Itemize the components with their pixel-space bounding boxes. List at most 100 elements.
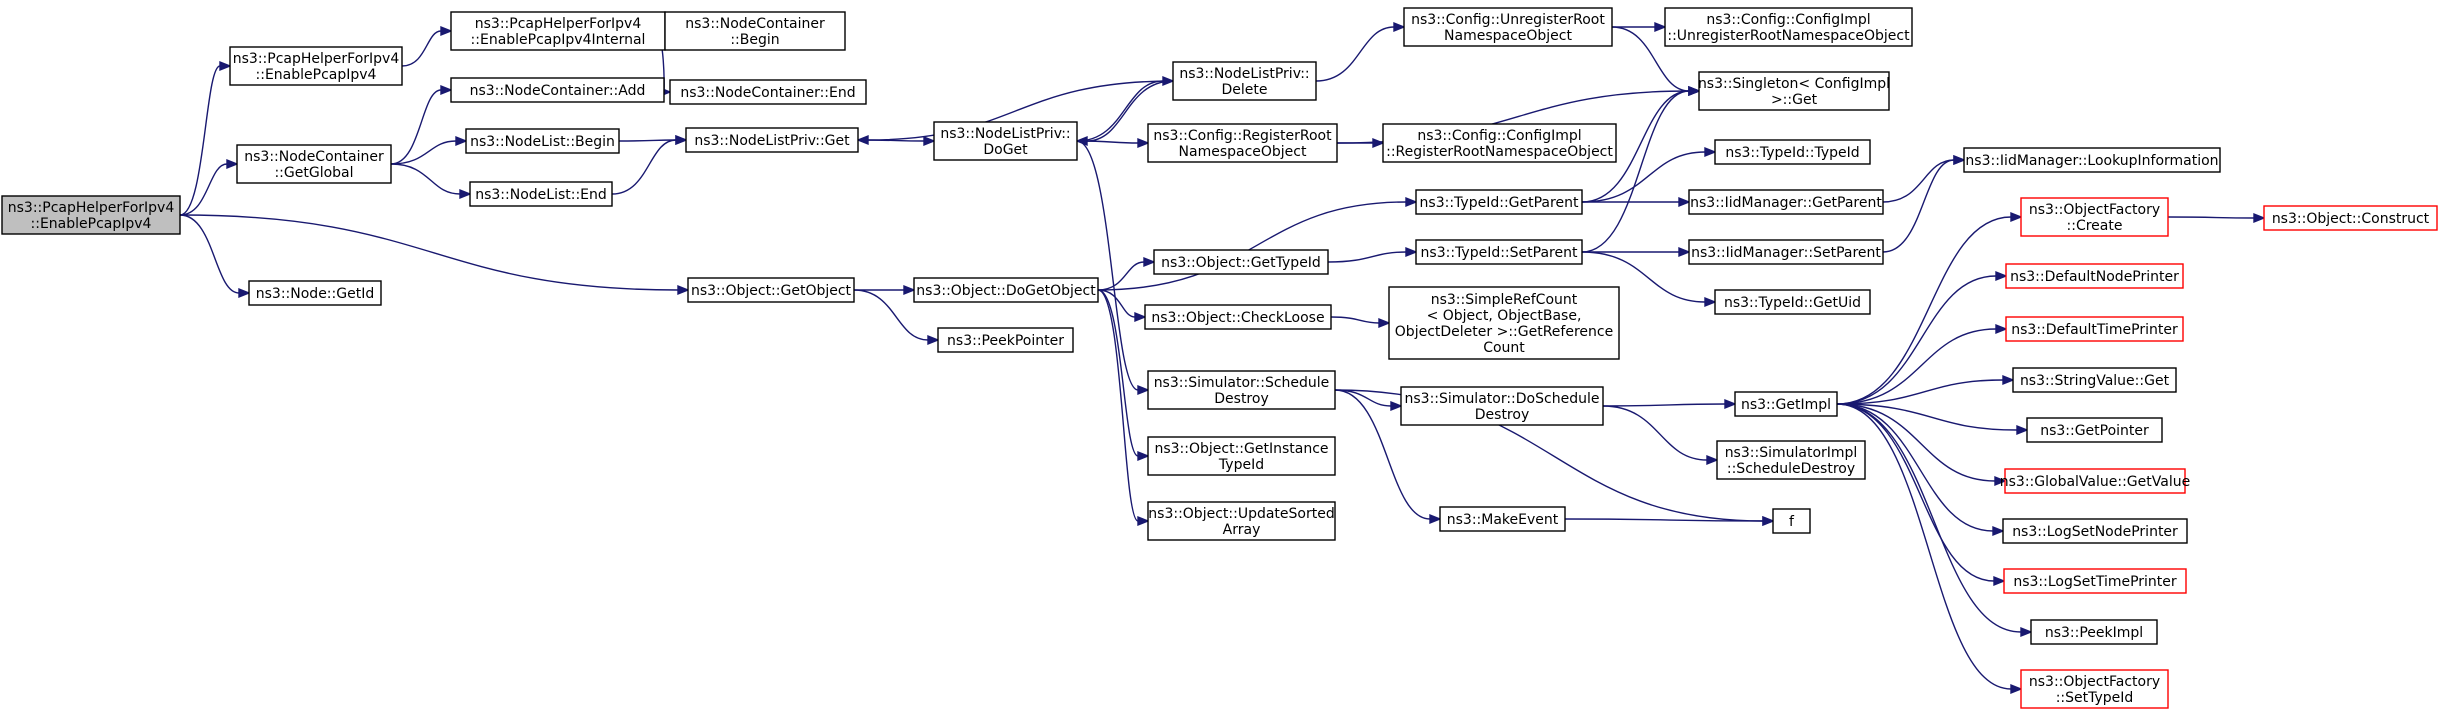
node-ncbegin[interactable]: ns3::NodeContainer::Begin [664, 11, 846, 51]
node-label: ns3::NodeContainer [685, 16, 825, 32]
node-makeevent[interactable]: ns3::MakeEvent [1439, 506, 1566, 532]
edge-setparent-to-iidsetparent [1582, 246, 1691, 258]
node-checkloose[interactable]: ns3::Object::CheckLoose [1144, 304, 1332, 330]
node-label: ns3::Simulator::DoSchedule [1405, 391, 1600, 407]
edge-getimpl-to-logsettime [1836, 403, 2006, 587]
node-iidgetparent[interactable]: ns3::IidManager::GetParent [1688, 189, 1884, 215]
node-internal[interactable]: ns3::PcapHelperForIpv4::EnablePcapIpv4In… [450, 11, 666, 51]
node-box [664, 11, 846, 51]
node-box [2003, 568, 2187, 594]
node-nlend[interactable]: ns3::NodeList::End [469, 181, 613, 207]
node-label: ns3::NodeListPriv:: [940, 126, 1070, 142]
node-box [2030, 619, 2158, 645]
node-nodegetid[interactable]: ns3::Node::GetId [248, 280, 382, 306]
node-implreg[interactable]: ns3::Config::ConfigImpl::RegisterRootNam… [1382, 123, 1617, 163]
node-box [1144, 304, 1332, 330]
node-getpointer[interactable]: ns3::GetPointer [2026, 417, 2163, 443]
node-label: ns3::NodeContainer::End [680, 85, 855, 101]
node-getuid[interactable]: ns3::TypeId::GetUid [1714, 289, 1871, 315]
node-construct[interactable]: ns3::Object::Construct [2263, 205, 2438, 231]
node-gvgetvalue[interactable]: ns3::GlobalValue::GetValue [2000, 468, 2190, 494]
node-iidsetparent[interactable]: ns3::IidManager::SetParent [1688, 239, 1884, 265]
node-label: ns3::IidManager::GetParent [1690, 195, 1882, 211]
node-implunreg[interactable]: ns3::Config::ConfigImpl::UnregisterRootN… [1664, 7, 1913, 47]
node-label: ns3::ObjectFactory [2029, 674, 2160, 690]
node-f[interactable]: f [1772, 508, 1811, 534]
edge-unregroot-to-implunreg [1612, 21, 1667, 33]
node-label: ns3::PeekImpl [2045, 625, 2143, 641]
node-nlpdelete[interactable]: ns3::NodeListPriv::Delete [1172, 61, 1317, 101]
node-setparent[interactable]: ns3::TypeId::SetParent [1415, 239, 1583, 265]
node-getparent[interactable]: ns3::TypeId::GetParent [1415, 189, 1583, 215]
edge-nlpdelete-to-nlpdoget [1075, 80, 1174, 147]
edge-getimpl-to-stringget [1836, 374, 2015, 405]
node-box [1147, 123, 1338, 163]
edge-getparent-to-iidgetparent [1581, 196, 1691, 208]
node-logsetnode[interactable]: ns3::LogSetNodePrinter [2002, 518, 2188, 544]
node-label: ns3::DefaultTimePrinter [2011, 322, 2178, 338]
node-refcount[interactable]: ns3::SimpleRefCount< Object, ObjectBase,… [1388, 286, 1620, 360]
node-label: ns3::Config::ConfigImpl [1706, 12, 1870, 28]
node-box [1, 195, 181, 235]
node-label: NamespaceObject [1444, 28, 1572, 44]
node-label: ns3::Object::GetInstance [1154, 441, 1328, 457]
node-label: ns3::DefaultNodePrinter [2010, 269, 2179, 285]
node-stringget[interactable]: ns3::StringValue::Get [2012, 367, 2177, 393]
node-getimpl[interactable]: ns3::GetImpl [1734, 391, 1838, 417]
edge-getimpl-to-defnodeprinter [1836, 270, 2008, 405]
node-schedestroy[interactable]: ns3::Simulator::ScheduleDestroy [1147, 370, 1336, 410]
edge-doschedestroy-to-getimpl [1602, 398, 1737, 410]
node-getobject[interactable]: ns3::Object::GetObject [687, 277, 855, 303]
node-defnodeprinter[interactable]: ns3::DefaultNodePrinter [2005, 263, 2184, 289]
node-regroot[interactable]: ns3::Config::RegisterRootNamespaceObject [1147, 123, 1338, 163]
edge-getobject-to-peekpointer [853, 289, 940, 346]
node-label: ::EnablePcapIpv4 [31, 216, 152, 232]
node-label: ns3::SimulatorImpl [1725, 445, 1858, 461]
node-nlpdoget[interactable]: ns3::NodeListPriv::DoGet [933, 121, 1078, 161]
edge-getimpl-to-deftimeprinter [1836, 323, 2008, 405]
edge-schedestroy-to-makeevent [1334, 389, 1442, 525]
node-gettypeid[interactable]: ns3::Object::GetTypeId [1153, 249, 1329, 275]
node-typeid[interactable]: ns3::TypeId::TypeId [1714, 139, 1871, 165]
node-label: ns3::IidManager::SetParent [1691, 245, 1881, 261]
node-simimplsched[interactable]: ns3::SimulatorImpl::ScheduleDestroy [1716, 440, 1866, 480]
node-label: ns3::Config::UnregisterRoot [1411, 12, 1605, 28]
node-root[interactable]: ns3::PcapHelperForIpv4::EnablePcapIpv4 [1, 195, 181, 235]
node-label: NamespaceObject [1179, 144, 1307, 160]
edge-root-to-getglobal [179, 158, 239, 216]
edge-root-to-nodegetid [179, 214, 251, 299]
node-peekpointer[interactable]: ns3::PeekPointer [937, 327, 1074, 353]
node-box [1382, 123, 1617, 163]
node-label: ns3::StringValue::Get [2020, 373, 2170, 389]
node-label: ns3::Object::CheckLoose [1151, 310, 1324, 326]
node-getglobal[interactable]: ns3::NodeContainer::GetGlobal [236, 144, 392, 184]
node-peekimpl[interactable]: ns3::PeekImpl [2030, 619, 2158, 645]
node-label: ::EnablePcapIpv4Internal [471, 32, 646, 48]
node-label: ::GetGlobal [274, 165, 353, 181]
edge-root-to-enablepcap [179, 60, 232, 216]
node-logsettime[interactable]: ns3::LogSetTimePrinter [2003, 568, 2187, 594]
node-dogetobject[interactable]: ns3::Object::DoGetObject [913, 277, 1099, 303]
node-box [450, 11, 666, 51]
node-ncadd[interactable]: ns3::NodeContainer::Add [450, 77, 665, 103]
node-label: ns3::NodeListPriv:: [1179, 66, 1309, 82]
node-nlbegin[interactable]: ns3::NodeList::Begin [465, 128, 620, 154]
node-singleton[interactable]: ns3::Singleton< ConfigImpl >::Get [1698, 71, 1890, 111]
node-ofcreate[interactable]: ns3::ObjectFactory::Create [2020, 197, 2169, 237]
node-label: ns3::Config::RegisterRoot [1153, 128, 1332, 144]
node-unregroot[interactable]: ns3::Config::UnregisterRootNamespaceObje… [1403, 7, 1613, 47]
call-nodes: ns3::PcapHelperForIpv4::EnablePcapIpv4ns… [1, 7, 2438, 709]
node-box [2012, 367, 2177, 393]
node-ofsettypeid[interactable]: ns3::ObjectFactory::SetTypeId [2020, 669, 2169, 709]
node-lookupinfo[interactable]: ns3::IidManager::LookupInformation [1963, 147, 2221, 173]
edge-getimpl-to-peekimpl [1836, 403, 2033, 638]
node-enablepcap[interactable]: ns3::PcapHelperForIpv4::EnablePcapIpv4 [229, 46, 403, 86]
node-ncend[interactable]: ns3::NodeContainer::End [669, 79, 867, 105]
node-box [1714, 289, 1871, 315]
node-deftimeprinter[interactable]: ns3::DefaultTimePrinter [2005, 316, 2184, 342]
node-label: ObjectDeleter >::GetReference [1395, 324, 1613, 340]
node-nlpget[interactable]: ns3::NodeListPriv::Get [685, 127, 859, 153]
